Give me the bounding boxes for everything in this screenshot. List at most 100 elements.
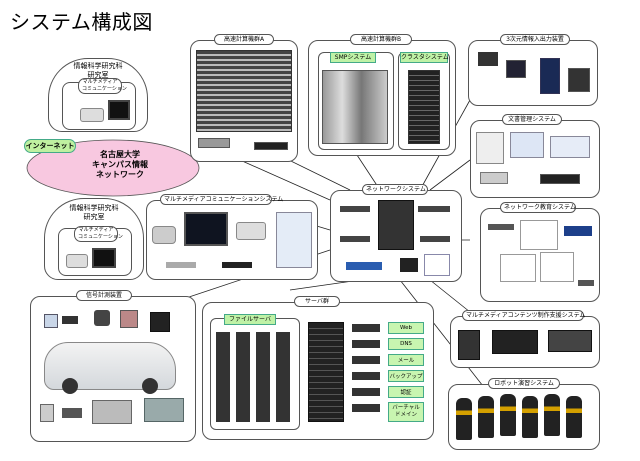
lab-bottom-name-line1: 情報科学研究科	[69, 204, 119, 212]
lab-bottom-sub-label: マルチメディア コミュニケーション	[74, 226, 123, 242]
instrument-icon	[144, 398, 184, 422]
switch-icon	[340, 206, 370, 212]
network-map-icon	[424, 254, 450, 276]
wheel-icon	[142, 378, 158, 394]
rack-server-array	[196, 50, 292, 132]
lab-bottom-name-line2: 研究室	[83, 213, 105, 221]
auth-server-tag: 認証	[388, 386, 424, 398]
io3d-label: 3次元情報入出力装置	[500, 34, 570, 45]
screen-thumbnail	[276, 212, 312, 268]
camera-tripod-icon	[478, 52, 498, 98]
rack-server-icon	[308, 322, 344, 422]
projector-icon	[66, 254, 88, 268]
robot-label: ロボット演習システム	[488, 378, 560, 389]
workstation-icon	[492, 330, 538, 354]
core-router-icon	[378, 200, 414, 250]
server-unit-icon	[166, 262, 196, 268]
copier-icon	[476, 132, 504, 164]
wheel-icon	[62, 378, 78, 394]
robot-icon	[456, 398, 472, 440]
smp-rack-icon	[322, 70, 388, 144]
lab-top-sub2: コミュニケーション	[82, 86, 127, 92]
workstation-icon	[458, 330, 480, 360]
backup-server-tag: バックアップ	[388, 370, 424, 382]
projector-icon	[80, 108, 104, 122]
lab-bottom-name: 情報科学研究科 研究室	[56, 204, 132, 222]
switch-icon	[340, 236, 370, 242]
campus-line2: キャンパス情報	[92, 160, 148, 169]
network-label: ネットワークシステム	[362, 184, 428, 195]
diagram-thumbnail	[540, 252, 574, 282]
lab-top-sub-label: マルチメディア コミュニケーション	[78, 78, 127, 94]
camera-icon	[150, 312, 170, 332]
campus-line3: ネットワーク	[96, 170, 144, 179]
instrument-icon	[92, 400, 132, 424]
laptop-icon	[506, 60, 526, 78]
lab-top-name-line2: 研究室	[87, 71, 109, 79]
workstation-icon	[548, 330, 592, 352]
robot-icon	[500, 394, 516, 436]
instrument-icon	[40, 404, 54, 422]
robot-icon	[566, 396, 582, 438]
screen-thumbnail	[550, 136, 590, 158]
sensor-icon	[44, 314, 58, 328]
instrument-icon	[62, 408, 82, 418]
projector-icon	[236, 222, 266, 240]
robot-icon	[478, 396, 494, 438]
server-unit-icon	[352, 404, 380, 412]
mail-server-tag: メール	[388, 354, 424, 366]
page-title: システム構成図	[10, 10, 153, 34]
monitor-icon	[92, 248, 116, 268]
server-unit-icon	[254, 142, 288, 150]
netedu-label: ネットワーク教育システム	[500, 202, 576, 213]
campus-network-text: 名古屋大学 キャンパス情報 ネットワーク	[70, 150, 170, 180]
mmcomm-label: マルチメディアコミュニケーションシステム	[160, 194, 283, 205]
cluster-rack-icon	[408, 70, 440, 144]
diagram-thumbnail	[520, 220, 558, 250]
server-unit-icon	[540, 174, 580, 184]
dns-server-tag: DNS	[388, 338, 424, 350]
router-icon	[564, 226, 592, 236]
sensor-icon	[120, 310, 138, 328]
server-unit-icon	[198, 138, 230, 148]
diagram-thumbnail	[500, 254, 536, 282]
videoconf-camera-icon	[152, 226, 176, 244]
scanner-icon	[480, 172, 508, 184]
lab-top-sub1: マルチメディア	[82, 79, 118, 85]
server-unit-icon	[352, 372, 380, 380]
switch-icon	[418, 206, 450, 212]
smp-label: SMPシステム	[330, 52, 376, 63]
monitor-icon	[108, 100, 130, 120]
lab-bottom-sub1: マルチメディア	[78, 227, 114, 233]
switch-icon	[578, 280, 594, 286]
internet-label: インターネット	[24, 139, 76, 153]
3d-scanner-icon	[540, 58, 560, 94]
display-icon	[184, 212, 228, 246]
sensor-icon	[62, 316, 78, 324]
file-server-array	[216, 332, 294, 422]
sensor-icon	[94, 310, 110, 326]
screen-thumbnail	[510, 132, 544, 158]
file-server-label: ファイルサーバ	[224, 314, 276, 325]
hub-icon	[346, 262, 382, 270]
signal-label: 信号計測装置	[76, 290, 132, 301]
hpc-b-label: 高速計算機群B	[350, 34, 412, 45]
servers-label: サーバ群	[294, 296, 340, 307]
mmcontent-label: マルチメディアコンテンツ制作支援システム	[462, 310, 585, 321]
switch-icon	[420, 236, 450, 242]
server-unit-icon	[352, 388, 380, 396]
virtual-domain-tag: バーチャル ドメイン	[388, 402, 424, 422]
web-server-tag: Web	[388, 322, 424, 334]
cluster-label: クラスタシステム	[400, 52, 449, 63]
switch-icon	[488, 224, 514, 230]
lab-top-name-line1: 情報科学研究科	[73, 62, 123, 70]
server-unit-icon	[352, 356, 380, 364]
hpc-a-label: 高速計算機群A	[214, 34, 274, 45]
server-unit-icon	[352, 324, 380, 332]
campus-network-ellipse	[26, 139, 200, 197]
lab-top-name: 情報科学研究科 研究室	[60, 62, 136, 80]
campus-line1: 名古屋大学	[100, 150, 140, 159]
docmgmt-label: 文書管理システム	[502, 114, 562, 125]
robot-icon	[522, 396, 538, 438]
server-unit-icon	[352, 340, 380, 348]
